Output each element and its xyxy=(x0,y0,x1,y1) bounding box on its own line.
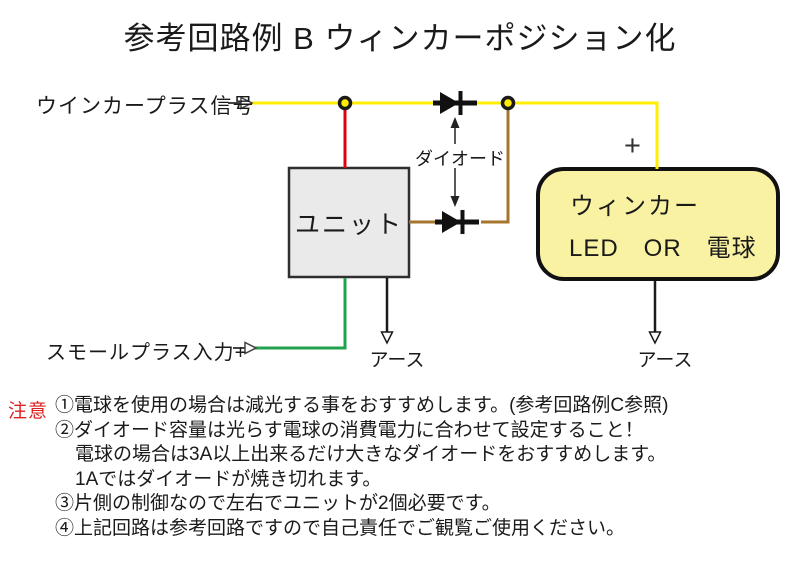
plus-terminal-sign: + xyxy=(624,130,641,162)
ground-arrow-right-icon xyxy=(648,331,662,345)
green-wire xyxy=(252,278,347,350)
unit-label: ユニット xyxy=(294,210,403,239)
note-line-6: ④上記回路は参考回路ですので自己責任でご観覧ご使用ください。 xyxy=(55,517,626,539)
page-title: 参考回路例 B ウィンカーポジション化 xyxy=(123,21,677,56)
ground-label-right: アース xyxy=(637,350,693,371)
diode-pointer-down-head xyxy=(450,196,460,207)
diode-pointer-up-icon xyxy=(450,117,460,144)
note-line-1: ①電球を使用の場合は減光する事をおすすめします。(参考回路例C参照) xyxy=(55,395,669,416)
signal-arrow-bottom-head xyxy=(244,341,258,355)
notes-block: ①電球を使用の場合は減光する事をおすすめします。(参考回路例C参照) ②ダイオー… xyxy=(55,394,795,541)
diode-top-triangle xyxy=(440,92,459,114)
diode-top-icon xyxy=(433,91,477,115)
diode-bottom-icon xyxy=(435,210,479,234)
winker-plus-signal-label: ウインカープラス信号 xyxy=(36,95,255,118)
diode-bottom-triangle xyxy=(442,211,461,233)
junction-node-left xyxy=(337,95,353,111)
small-plus-input-label: スモールプラス入力+ xyxy=(46,342,248,364)
note-line-5: ③片側の制御なので左右でユニットが2個必要です。 xyxy=(55,493,501,514)
caution-label: 注意 xyxy=(8,401,49,422)
winker-box-subtitle: LED OR 電球 xyxy=(569,235,757,262)
winker-box-title: ウィンカー xyxy=(570,193,700,220)
brown-wire-vertical xyxy=(481,107,510,224)
junction-node-right xyxy=(500,95,516,111)
diode-pointer-up-head xyxy=(450,117,460,128)
yellow-wire-right xyxy=(477,101,659,169)
signal-arrow-top-icon xyxy=(228,96,254,110)
note-line-2: ②ダイオード容量は光らす電球の消費電力に合わせて設定すること！ xyxy=(55,419,644,441)
diode-label: ダイオード xyxy=(415,149,505,169)
ground-arrow-left-icon xyxy=(380,331,394,345)
signal-arrow-top-head xyxy=(240,96,254,110)
ground-label-left: アース xyxy=(369,350,425,371)
signal-arrow-bottom-icon xyxy=(233,341,258,355)
note-line-4: 1Aではダイオードが焼き切れます。 xyxy=(75,468,382,490)
note-line-3: 電球の場合は3A以上出来るだけ大きなダイオードをおすすめします。 xyxy=(75,444,667,465)
diode-pointer-down-icon xyxy=(450,168,460,207)
unit-box xyxy=(287,166,411,279)
